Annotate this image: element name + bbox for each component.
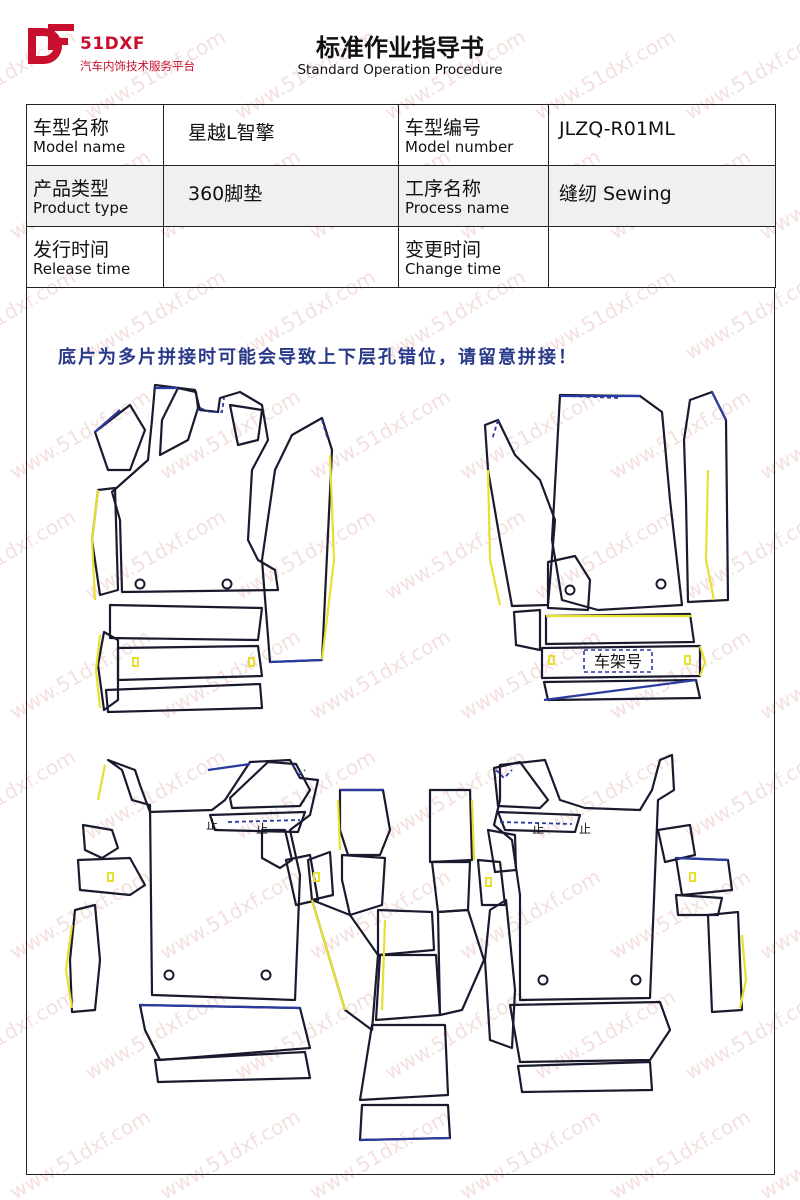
info-row-time: 发行时间 Release time 变更时间 Change time [26, 226, 776, 288]
pattern-piece [674, 856, 734, 897]
pattern-piece [260, 416, 334, 664]
pattern-piece [228, 760, 312, 810]
pattern-piece [486, 828, 518, 874]
brand-logo-icon [28, 24, 74, 64]
change-time-label: 变更时间 Change time [398, 226, 549, 288]
pattern-piece [284, 853, 320, 907]
pattern-piece [158, 386, 200, 457]
stop-mark: 止 [532, 822, 544, 836]
pattern-piece [310, 898, 380, 1032]
pattern-piece [476, 858, 507, 907]
pattern-piece [656, 823, 697, 864]
pattern-piece [358, 1103, 452, 1142]
pattern-piece [93, 403, 147, 472]
model-name-value: 星越L智擎 [163, 104, 399, 166]
pattern-piece [358, 1023, 450, 1102]
process-name-label: 工序名称 Process name [398, 165, 549, 227]
pattern-piece [682, 390, 730, 604]
model-name-label: 车型名称 Model name [26, 104, 164, 166]
info-table: 车型名称 Model name 星越L智擎 车型编号 Model number … [26, 104, 776, 288]
info-row-product: 产品类型 Product type 360脚垫 工序名称 Process nam… [26, 165, 776, 227]
pattern-piece [706, 910, 744, 1014]
model-number-label: 车型编号 Model number [398, 104, 549, 166]
pattern-piece [338, 788, 392, 857]
pattern-piece [508, 1000, 672, 1064]
pattern-piece [374, 953, 442, 1022]
pattern-piece [483, 418, 557, 608]
release-time-label: 发行时间 Release time [26, 226, 164, 288]
info-row-model: 车型名称 Model name 星越L智擎 车型编号 Model number … [26, 104, 776, 166]
stop-mark: 止 [256, 822, 268, 836]
pattern-piece [306, 850, 335, 902]
pattern-piece [430, 860, 472, 914]
pattern-piece [208, 810, 307, 834]
pattern-piece [376, 908, 436, 957]
brand-subtitle: 汽车内饰技术服务平台 [80, 59, 195, 73]
brand-name: 51DXF [80, 34, 145, 54]
model-number-value: JLZQ-R01ML [548, 104, 776, 166]
document-title-english: Standard Operation Procedure [297, 62, 503, 78]
pattern-piece [436, 908, 486, 1017]
pattern-piece [228, 403, 264, 447]
pattern-piece [116, 644, 264, 682]
release-time-value [163, 226, 399, 288]
diagram-frame [26, 288, 775, 1175]
pattern-piece [516, 1060, 654, 1094]
pattern-piece [110, 383, 280, 594]
pattern-piece [542, 678, 702, 702]
product-type-label: 产品类型 Product type [26, 165, 164, 227]
pattern-piece [340, 853, 387, 917]
pattern-piece [512, 608, 542, 652]
header: 51DXF 汽车内饰技术服务平台 标准作业指导书 Standard Operat… [0, 0, 800, 100]
pattern-piece [550, 393, 684, 612]
pattern-piece [483, 898, 517, 1050]
pattern-piece [81, 823, 120, 860]
change-time-value [548, 226, 776, 288]
pattern-piece [496, 810, 582, 834]
pattern-piece [96, 630, 120, 712]
pattern-piece [492, 760, 550, 810]
stop-mark: 止 [579, 822, 591, 836]
floor-mat-pattern-diagram: 车架号 止 止 止 止 [64, 383, 748, 1142]
process-name-value: 缝纫 Sewing [548, 165, 776, 227]
pattern-piece [674, 893, 724, 917]
pattern-piece [108, 603, 264, 642]
pattern-piece [153, 1050, 312, 1084]
pattern-piece [68, 903, 102, 1014]
product-type-value: 360脚垫 [163, 165, 399, 227]
splice-warning: 底片为多片拼接时可能会导致上下层孔错位，请留意拼接！ [58, 347, 578, 368]
pattern-piece [428, 788, 474, 864]
stop-mark: 止 [206, 818, 218, 832]
pattern-piece [492, 753, 676, 1002]
pattern-piece [76, 856, 147, 897]
document-title: 标准作业指导书 [316, 34, 484, 62]
frame-number-label: 车架号 [594, 652, 642, 671]
pattern-piece [138, 1003, 312, 1062]
pattern-piece [106, 758, 320, 1002]
pattern-piece [544, 612, 696, 646]
pattern-piece [104, 682, 264, 714]
